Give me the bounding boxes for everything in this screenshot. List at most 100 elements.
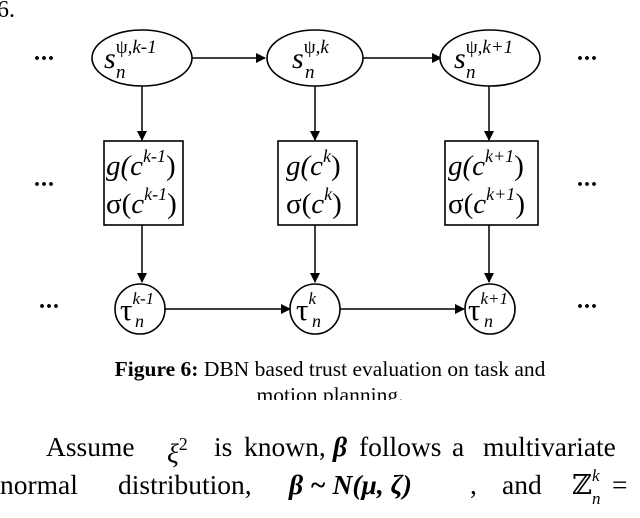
state-node-1-base: s — [104, 42, 116, 75]
figure-caption-text-line2: motion planning. — [256, 383, 404, 400]
ellipsis-right-mid: ... — [577, 166, 598, 192]
state-node-1-sub: n — [116, 62, 126, 83]
z-sup: k — [592, 466, 600, 485]
xi-symbol: ξ2 — [167, 428, 188, 473]
formula-comma: , — [470, 469, 477, 500]
word-and: and — [502, 469, 542, 500]
ellipsis-right-bottom: ... — [577, 288, 598, 314]
factor-node-k-minus-1: g(ck-1) σ(ck-1) — [103, 140, 184, 226]
trust-node-k: τk n — [289, 283, 341, 335]
svg-text:g(ck+1): g(ck+1) — [448, 146, 524, 182]
state-node-k-minus-1: sψ,k-1 n — [91, 29, 193, 87]
factor-1-sigma-var: c — [131, 188, 144, 220]
factor-3-sigma-close: ) — [515, 188, 525, 220]
state-node-2-base: s — [292, 42, 304, 75]
state-node-k-plus-1: sψ,k+1 n — [439, 29, 541, 87]
trust-1-base: τ — [120, 292, 132, 327]
equals-sign: = — [612, 469, 628, 500]
trust-2-base: τ — [296, 292, 308, 327]
state-node-3-base: s — [454, 42, 466, 75]
ellipsis-left-top: ... — [34, 40, 55, 66]
ellipsis-left-mid: ... — [34, 166, 55, 192]
word-distribution: distribution, — [118, 469, 252, 500]
trust-2-sup: k — [308, 289, 316, 308]
z-sub: n — [592, 489, 601, 508]
factor-node-k: g(ck) σ(ck) — [277, 140, 358, 226]
word-assume: Assume — [46, 431, 135, 462]
figure-caption-text-line1: DBN based trust evaluation on task and — [203, 357, 546, 381]
factor-2-sigma-var: c — [311, 188, 324, 220]
state-node-3-sub: n — [466, 62, 476, 83]
word-a: a — [452, 431, 465, 462]
factor-3-g-var: c — [472, 150, 485, 182]
word-follows: follows — [359, 431, 442, 462]
factor-3-g-close: ) — [514, 150, 524, 182]
svg-text:σ(ck): σ(ck) — [286, 184, 342, 220]
state-node-2-sup-rest: ,k — [316, 37, 330, 58]
state-node-k: sψ,k n — [266, 29, 364, 87]
trust-node-k-minus-1: τk-1 n — [114, 283, 166, 335]
z-base: ℤ — [572, 469, 593, 500]
page-number: 6. — [0, 0, 15, 23]
factor-3-sigma-var: c — [473, 188, 486, 220]
factor-1-g-sup: k-1 — [143, 146, 166, 166]
state-node-1-sup-symbol: ψ — [116, 37, 128, 58]
factor-2-sigma: σ( — [286, 188, 311, 220]
factor-3-sigma-sup: k+1 — [486, 184, 515, 204]
trust-1-sup: k-1 — [132, 289, 154, 308]
svg-text:τk: τk — [296, 289, 316, 327]
factor-1-g-var: c — [130, 150, 143, 182]
factor-1-sigma-sup: k-1 — [144, 184, 167, 204]
dbn-diagram: ... ... ... ... ... ... sψ,k-1 n sψ,k n … — [34, 29, 598, 335]
factor-2-g-var: c — [310, 150, 323, 182]
factor-3-sigma: σ( — [448, 188, 473, 220]
svg-text:sψ,k-1: sψ,k-1 — [104, 37, 157, 75]
trust-1-sub: n — [135, 311, 144, 331]
ellipsis-right-top: ... — [577, 40, 598, 66]
factor-3-g: g( — [448, 150, 475, 182]
ellipsis-left-bottom: ... — [39, 288, 60, 314]
svg-text:sψ,k: sψ,k — [292, 37, 329, 75]
trust-3-sub: n — [484, 311, 493, 331]
state-node-2-sup-symbol: ψ — [304, 37, 316, 58]
factor-1-g-close: ) — [166, 150, 176, 182]
factor-2-g-sup: k — [323, 146, 332, 166]
beta-symbol: β — [333, 431, 348, 462]
state-node-3-sup-symbol: ψ — [466, 37, 478, 58]
trust-3-sup: k+1 — [480, 289, 508, 308]
factor-1-sigma: σ( — [106, 188, 131, 220]
factor-3-g-sup: k+1 — [485, 146, 514, 166]
formula-beta-distribution: β ~ N(μ, ζ) — [289, 469, 412, 500]
word-known: known, — [244, 431, 326, 462]
svg-text:τk+1: τk+1 — [468, 289, 508, 327]
svg-text:sψ,k+1: sψ,k+1 — [454, 37, 513, 75]
trust-2-sub: n — [312, 311, 321, 331]
word-multivariate: multivariate — [483, 431, 616, 462]
word-is: is — [214, 431, 233, 462]
factor-node-k-plus-1: g(ck+1) σ(ck+1) — [444, 140, 539, 226]
svg-text:τk-1: τk-1 — [120, 289, 154, 327]
body-paragraph: Assume ξ2 is known, β follows a multivar… — [0, 428, 640, 508]
xi-base: ξ — [167, 438, 179, 470]
trust-3-base: τ — [468, 292, 480, 327]
svg-text:σ(ck+1): σ(ck+1) — [448, 184, 525, 220]
factor-2-g-close: ) — [331, 150, 341, 182]
factor-2-sigma-sup: k — [324, 184, 333, 204]
state-node-2-sub: n — [305, 62, 315, 83]
figure-caption: Figure 6: DBN based trust evaluation on … — [0, 356, 640, 400]
factor-2-g: g( — [286, 150, 313, 182]
xi-sup: 2 — [178, 434, 188, 454]
paragraph-line-1: Assume ξ2 is known, β follows a multivar… — [0, 428, 640, 469]
svg-text:g(ck-1): g(ck-1) — [106, 146, 176, 182]
svg-text:σ(ck-1): σ(ck-1) — [106, 184, 177, 220]
trust-node-k-plus-1: τk+1 n — [464, 283, 516, 335]
factor-1-sigma-close: ) — [167, 188, 177, 220]
state-node-3-sup-rest: ,k+1 — [478, 37, 514, 58]
svg-text:g(ck): g(ck) — [286, 146, 341, 182]
word-normal: normal — [0, 469, 78, 500]
state-node-1-sup-rest: ,k-1 — [128, 37, 157, 58]
factor-1-g: g( — [106, 150, 133, 182]
factor-2-sigma-close: ) — [332, 188, 342, 220]
figure-caption-label: Figure 6: — [114, 357, 199, 381]
